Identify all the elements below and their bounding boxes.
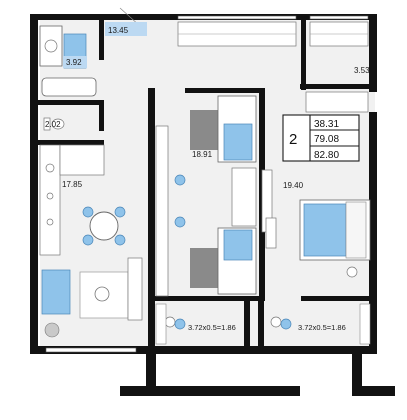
storage-area: 3.53 — [354, 66, 370, 75]
toilet-fixture — [43, 117, 65, 131]
bath-badge — [63, 56, 87, 68]
hall-badge — [105, 22, 147, 36]
plant-icon — [44, 322, 60, 338]
hall-area: 13.45 — [108, 26, 129, 35]
bed-2 — [190, 227, 257, 295]
dining-table — [82, 206, 126, 246]
living-area: 38.31 — [314, 119, 339, 130]
wardrobe-hall — [177, 21, 297, 47]
rooms-count: 2 — [289, 131, 297, 148]
bed-1 — [190, 95, 257, 163]
summary-box: 2 38.31 79.08 82.80 — [282, 114, 360, 162]
total-area: 79.08 — [314, 134, 339, 145]
bedroom-2-area: 19.40 — [283, 181, 304, 190]
bed-3 — [299, 199, 371, 261]
balcony-chairs — [155, 303, 371, 345]
balcony-1-area: 3.72x0.5=1.86 — [188, 323, 236, 332]
kitchen-area: 17.85 — [62, 180, 83, 189]
wardrobe-storage — [305, 21, 369, 113]
sofa — [41, 257, 143, 321]
toilet-area: 2.02 — [45, 120, 61, 129]
windows — [45, 15, 369, 353]
total-with-balconies: 82.80 — [314, 150, 339, 161]
bedroom-1-desk — [155, 125, 273, 297]
bedroom-1-area: 18.91 — [192, 150, 213, 159]
kitchen-counter — [39, 144, 105, 256]
bathroom-area: 3.92 — [66, 58, 82, 67]
balcony-2-area: 3.72x0.5=1.86 — [298, 323, 346, 332]
bedroom-2-side — [265, 217, 358, 278]
